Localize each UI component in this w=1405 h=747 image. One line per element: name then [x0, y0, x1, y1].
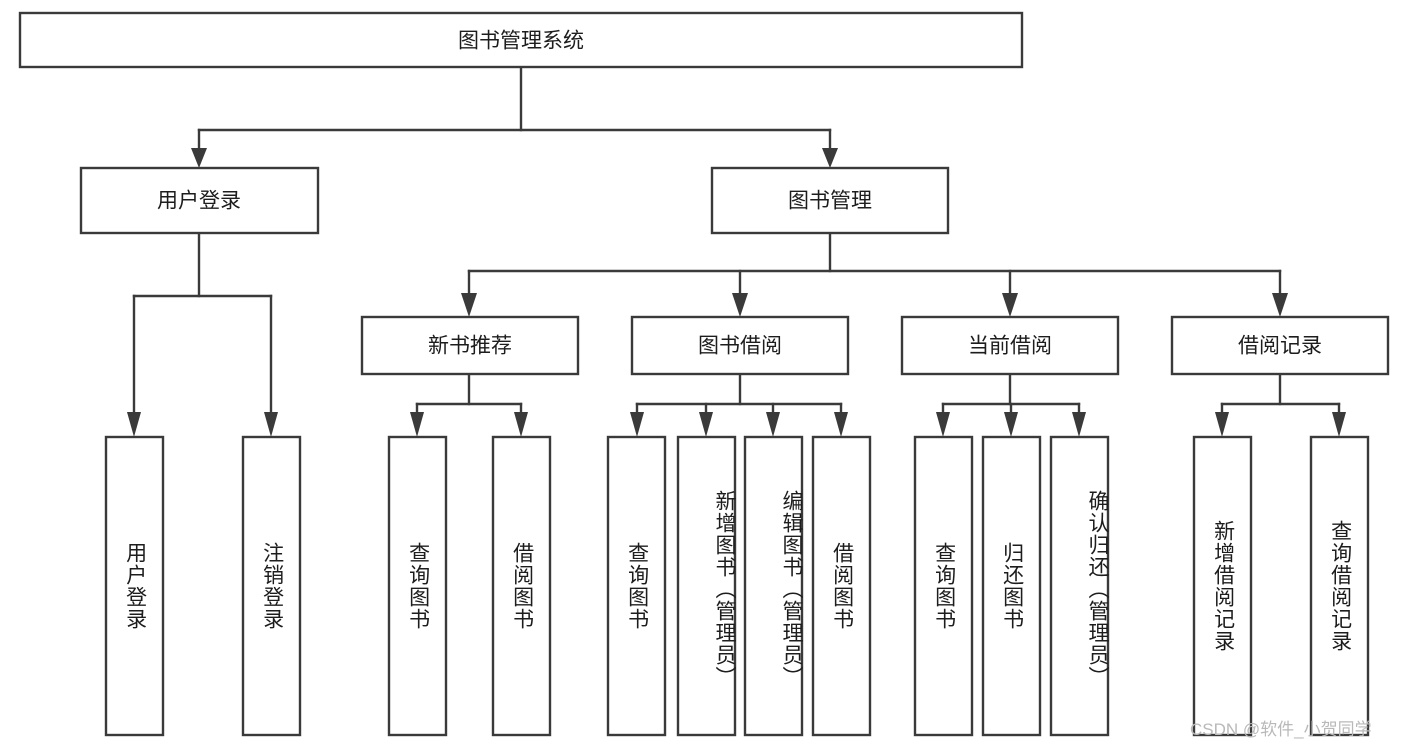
connector-group-new-book	[410, 372, 528, 437]
arrowhead-leaf-user-login	[127, 412, 141, 437]
node-label-book-manage: 图书管理	[788, 190, 872, 213]
node-box-user-login[interactable]	[79, 166, 320, 235]
leaf-box-user-login-login[interactable]	[104, 435, 165, 737]
arrowhead-bb-edit	[766, 412, 780, 437]
arrowhead-bb-add	[699, 412, 713, 437]
leaf-box-book-borrow-add[interactable]	[676, 435, 737, 737]
leaf-box-book-borrow-edit[interactable]	[743, 435, 804, 737]
leaf-box-book-borrow-borrow[interactable]	[811, 435, 872, 737]
node-label-current-borrow: 当前借阅	[968, 335, 1052, 358]
watermark-text: CSDN @软件_小贺同学	[1190, 720, 1372, 739]
node-box-borrow-record[interactable]	[1170, 315, 1390, 376]
connector-group-user-login	[127, 231, 278, 437]
connector-group-current-borrow	[936, 372, 1086, 437]
node-box-book-manage[interactable]	[710, 166, 950, 235]
leaf-box-borrow-record-query[interactable]	[1309, 435, 1370, 737]
arrowhead-nb-query	[410, 412, 424, 437]
node-label-user-login: 用户登录	[157, 190, 241, 213]
node-box-root[interactable]	[18, 11, 1024, 69]
node-box-new-book-recommend[interactable]	[360, 315, 580, 376]
node-label-root: 图书管理系统	[458, 30, 584, 53]
connector-group-book-manage	[461, 231, 1288, 317]
arrowhead-bb-query	[630, 412, 644, 437]
arrowhead-cb-confirm	[1072, 412, 1086, 437]
leaf-box-new-book-query[interactable]	[387, 435, 448, 737]
connector-group-book-borrow	[630, 372, 848, 437]
arrowhead-br-query	[1332, 412, 1346, 437]
arrowhead-new-book	[461, 293, 477, 317]
leaf-box-borrow-record-add[interactable]	[1192, 435, 1253, 737]
leaf-box-current-borrow-return[interactable]	[981, 435, 1042, 737]
leaf-box-book-borrow-query[interactable]	[606, 435, 667, 737]
connector-group-root	[191, 65, 838, 168]
arrowhead-current	[1002, 293, 1018, 317]
arrowhead-cb-query	[936, 412, 950, 437]
arrowhead-user-login	[191, 148, 207, 168]
arrowhead-leaf-logout	[264, 412, 278, 437]
leaf-box-new-book-borrow[interactable]	[491, 435, 552, 737]
node-label-book-borrow: 图书借阅	[698, 335, 782, 358]
leaf-box-current-borrow-confirm[interactable]	[1049, 435, 1110, 737]
arrowhead-br-add	[1215, 412, 1229, 437]
leaf-box-user-login-logout[interactable]	[241, 435, 302, 737]
arrowhead-record	[1272, 293, 1288, 317]
arrowhead-borrow	[732, 293, 748, 317]
arrowhead-bb-borrow	[834, 412, 848, 437]
connector-group-borrow-record	[1215, 372, 1346, 437]
node-box-current-borrow[interactable]	[900, 315, 1120, 376]
node-label-new-book-recommend: 新书推荐	[428, 335, 512, 358]
node-label-borrow-record: 借阅记录	[1238, 335, 1322, 358]
arrowhead-cb-return	[1004, 412, 1018, 437]
leaf-box-current-borrow-query[interactable]	[913, 435, 974, 737]
arrowhead-nb-borrow	[514, 412, 528, 437]
arrowhead-book-manage	[822, 148, 838, 168]
node-box-book-borrow[interactable]	[630, 315, 850, 376]
